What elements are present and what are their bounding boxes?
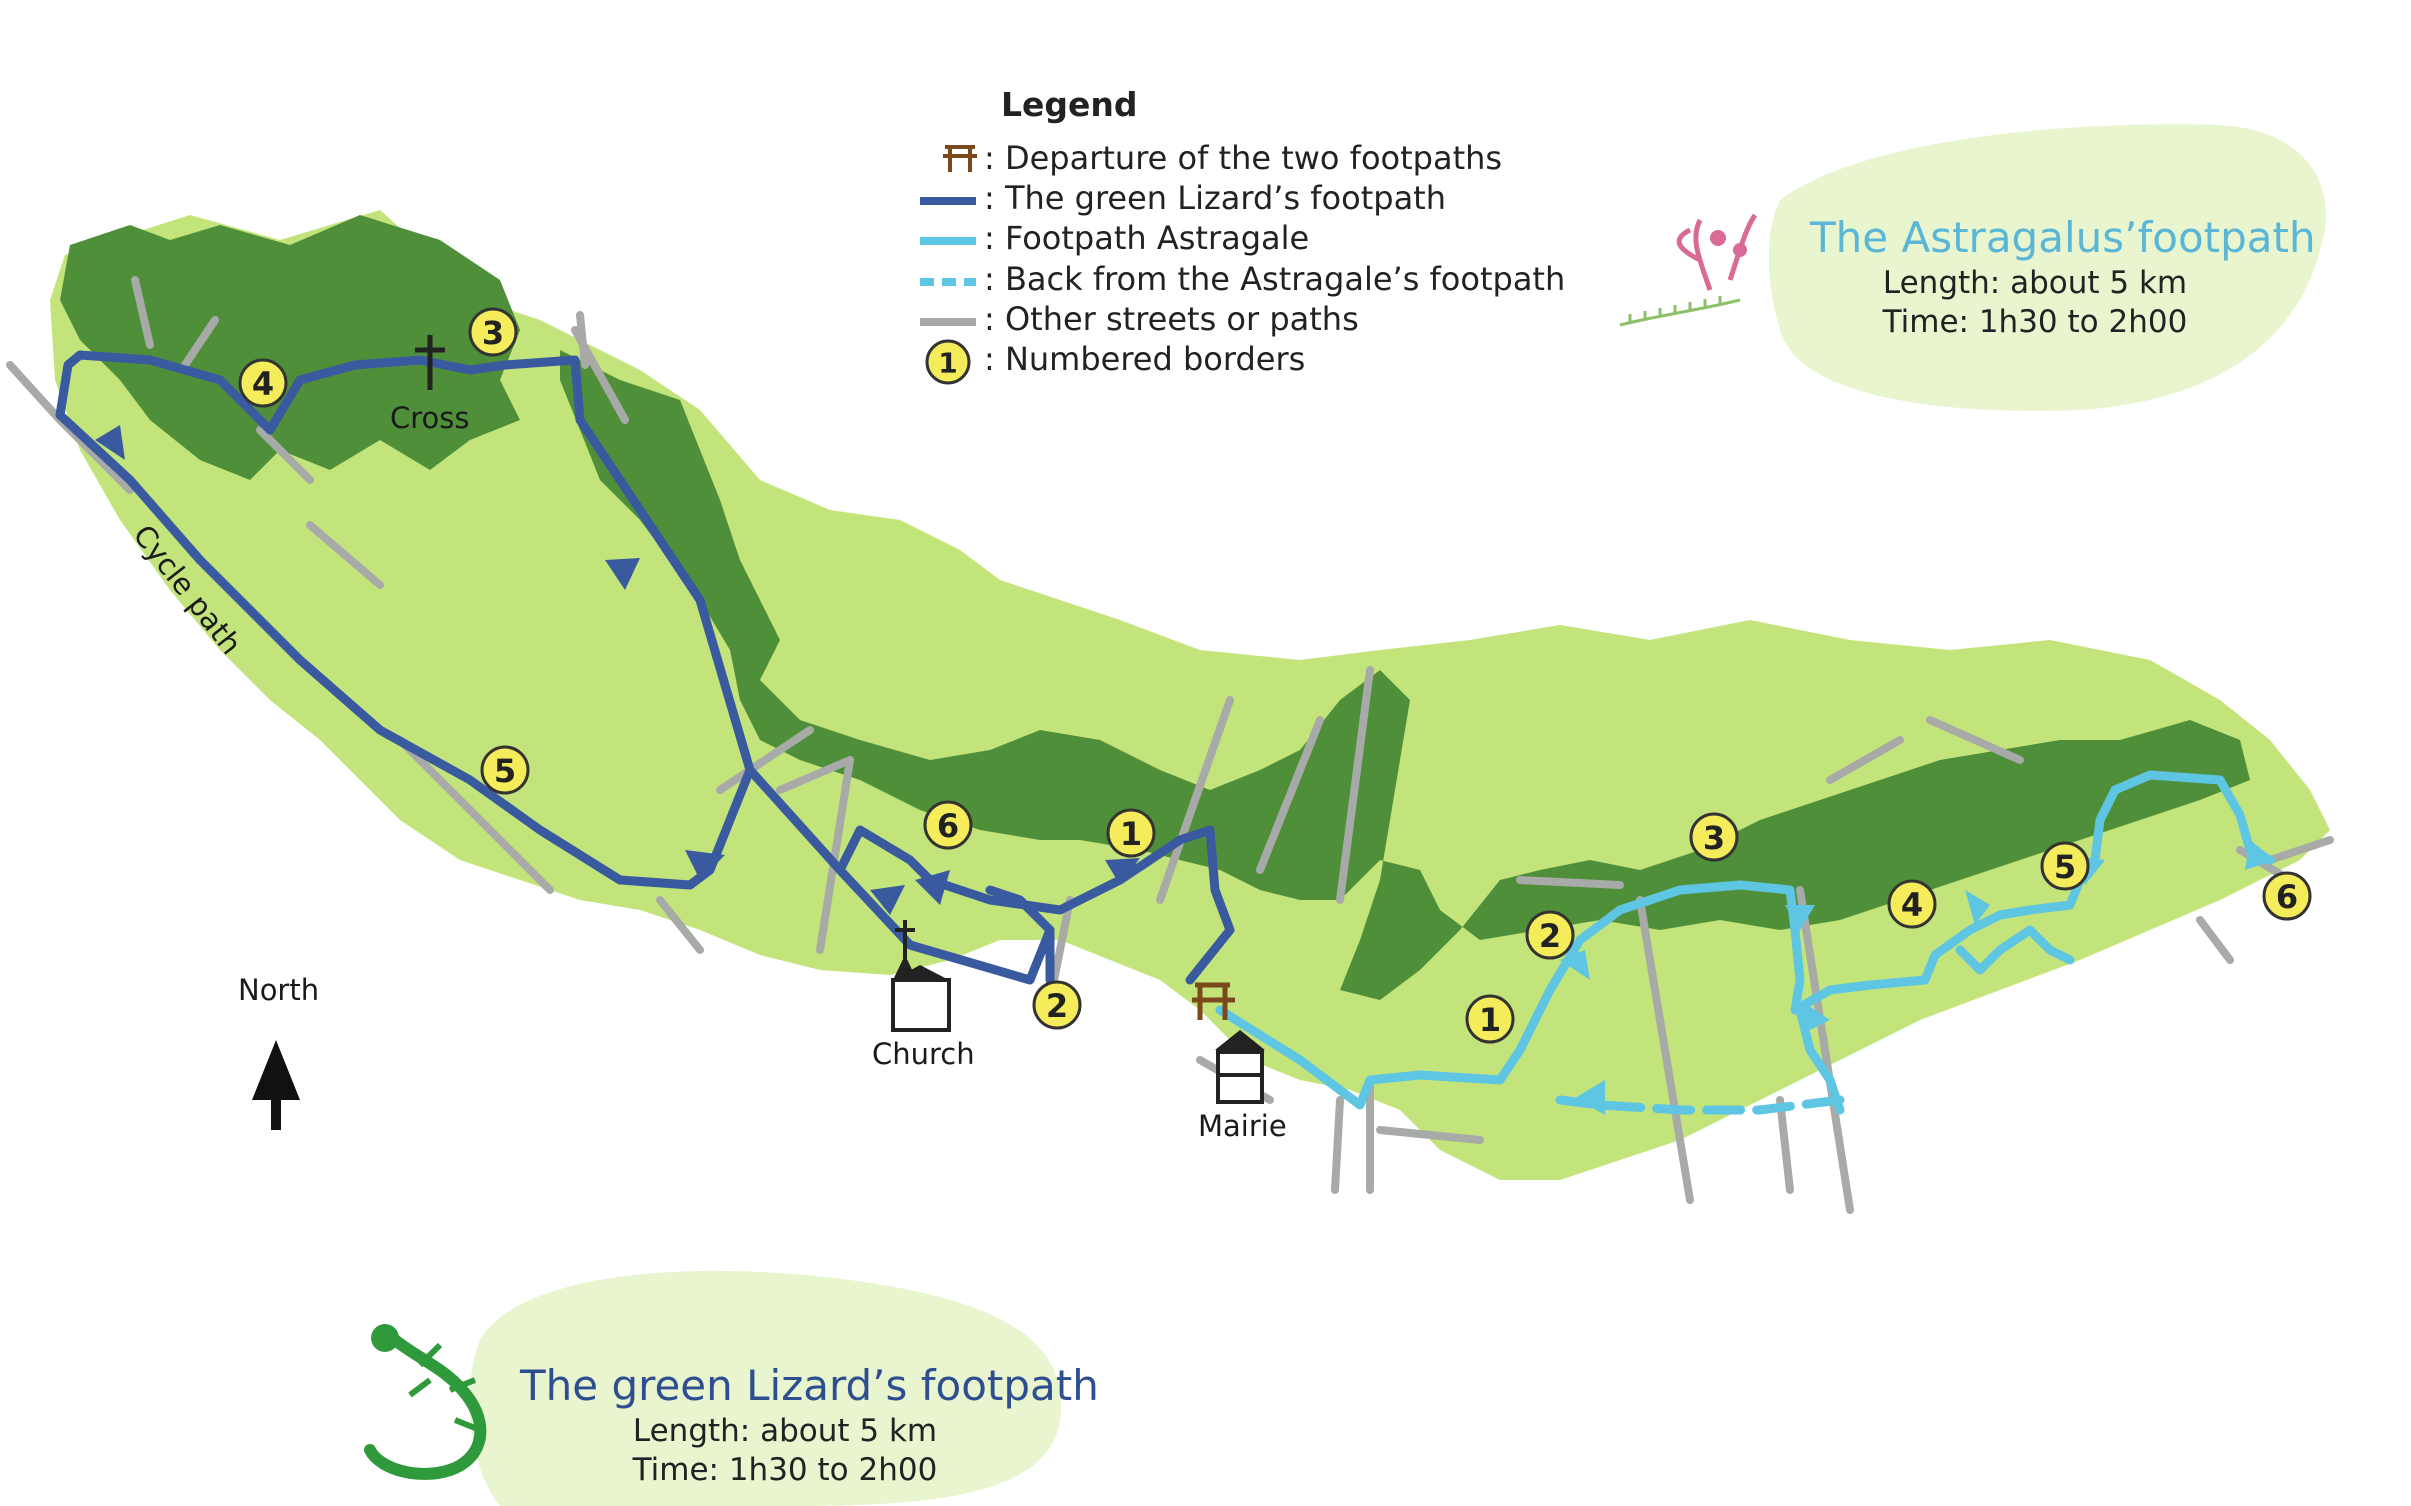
astragale-markers: 1 2 3 4 5 6 [1465,812,2312,1044]
legend-item-streets: : Other streets or paths [984,300,1359,338]
astragalus-length: Length: about 5 km [1883,265,2187,301]
astragalus-flower-icon [1619,213,1758,327]
legend-item-lizard: : The green Lizard’s footpath [984,179,1446,217]
church-label: Church [872,1037,975,1071]
astragale-marker-4: 4 [1887,879,1937,929]
church-icon [891,920,951,1032]
astragale-marker-6: 6 [2262,871,2312,921]
lizard-marker-6: 6 [923,800,973,850]
svg-text:5: 5 [494,752,516,790]
forest-dark-green-band [560,350,2250,1000]
mairie-icon [1215,1030,1265,1104]
lizard-marker-2: 2 [1032,980,1082,1030]
svg-text:3: 3 [1703,819,1725,857]
lizard-route [55,350,1235,985]
svg-text:1: 1 [1120,815,1142,853]
astragale-marker-1: 1 [1465,994,1515,1044]
lizard-markers: 3 4 5 6 1 2 [238,307,1156,1030]
legend-item-numbered: : Numbered borders [984,340,1305,378]
legend-item-return: : Back from the Astragale’s footpath [984,260,1565,298]
lizard-marker-1: 1 [1106,808,1156,858]
north-arrow-icon [252,1040,300,1130]
astragalus-info-blob [1768,124,2326,411]
lizard-marker-3: 3 [468,307,518,357]
lizard-marker-5: 5 [480,745,530,795]
lizard-info-blob [469,1270,1061,1506]
astragalus-title: The Astragalus’footpath [1809,213,2316,262]
astragale-marker-2: 2 [1525,910,1575,960]
cross-icon [415,335,445,390]
svg-text:3: 3 [482,314,504,352]
astragale-marker-3: 3 [1689,812,1739,862]
lizard-marker-4: 4 [238,358,288,408]
lizard-length: Length: about 5 km [633,1413,937,1449]
legend-departure-icon [943,145,977,172]
legend: Legend : Departure of the two footpaths … [920,85,1565,385]
legend-item-astragale: : Footpath Astragale [984,219,1309,257]
svg-text:6: 6 [2276,878,2298,916]
north-label: North [238,973,319,1007]
mairie-label: Mairie [1198,1109,1287,1143]
legend-item-departure: : Departure of the two footpaths [984,139,1502,177]
lizard-icon [364,1324,487,1480]
svg-text:5: 5 [2054,848,2076,886]
cross-label: Cross [390,401,470,435]
svg-text:2: 2 [1046,987,1068,1025]
svg-text:1: 1 [938,347,957,380]
svg-text:4: 4 [1901,886,1923,924]
forest-dark-green [60,215,520,480]
svg-text:2: 2 [1539,917,1561,955]
svg-text:6: 6 [937,807,959,845]
departure-icon [1192,982,1235,1020]
astragalus-time: Time: 1h30 to 2h00 [1882,304,2188,340]
legend-numbered-circle [925,339,971,385]
lizard-title: The green Lizard’s footpath [519,1361,1099,1410]
svg-text:1: 1 [1479,1001,1501,1039]
svg-text:4: 4 [252,365,274,403]
astragale-marker-5: 5 [2040,841,2090,891]
lizard-time: Time: 1h30 to 2h00 [632,1452,938,1488]
legend-title: Legend [1001,85,1138,124]
astragale-route [1215,770,2275,1115]
lizard-route-arrows [95,425,1140,915]
